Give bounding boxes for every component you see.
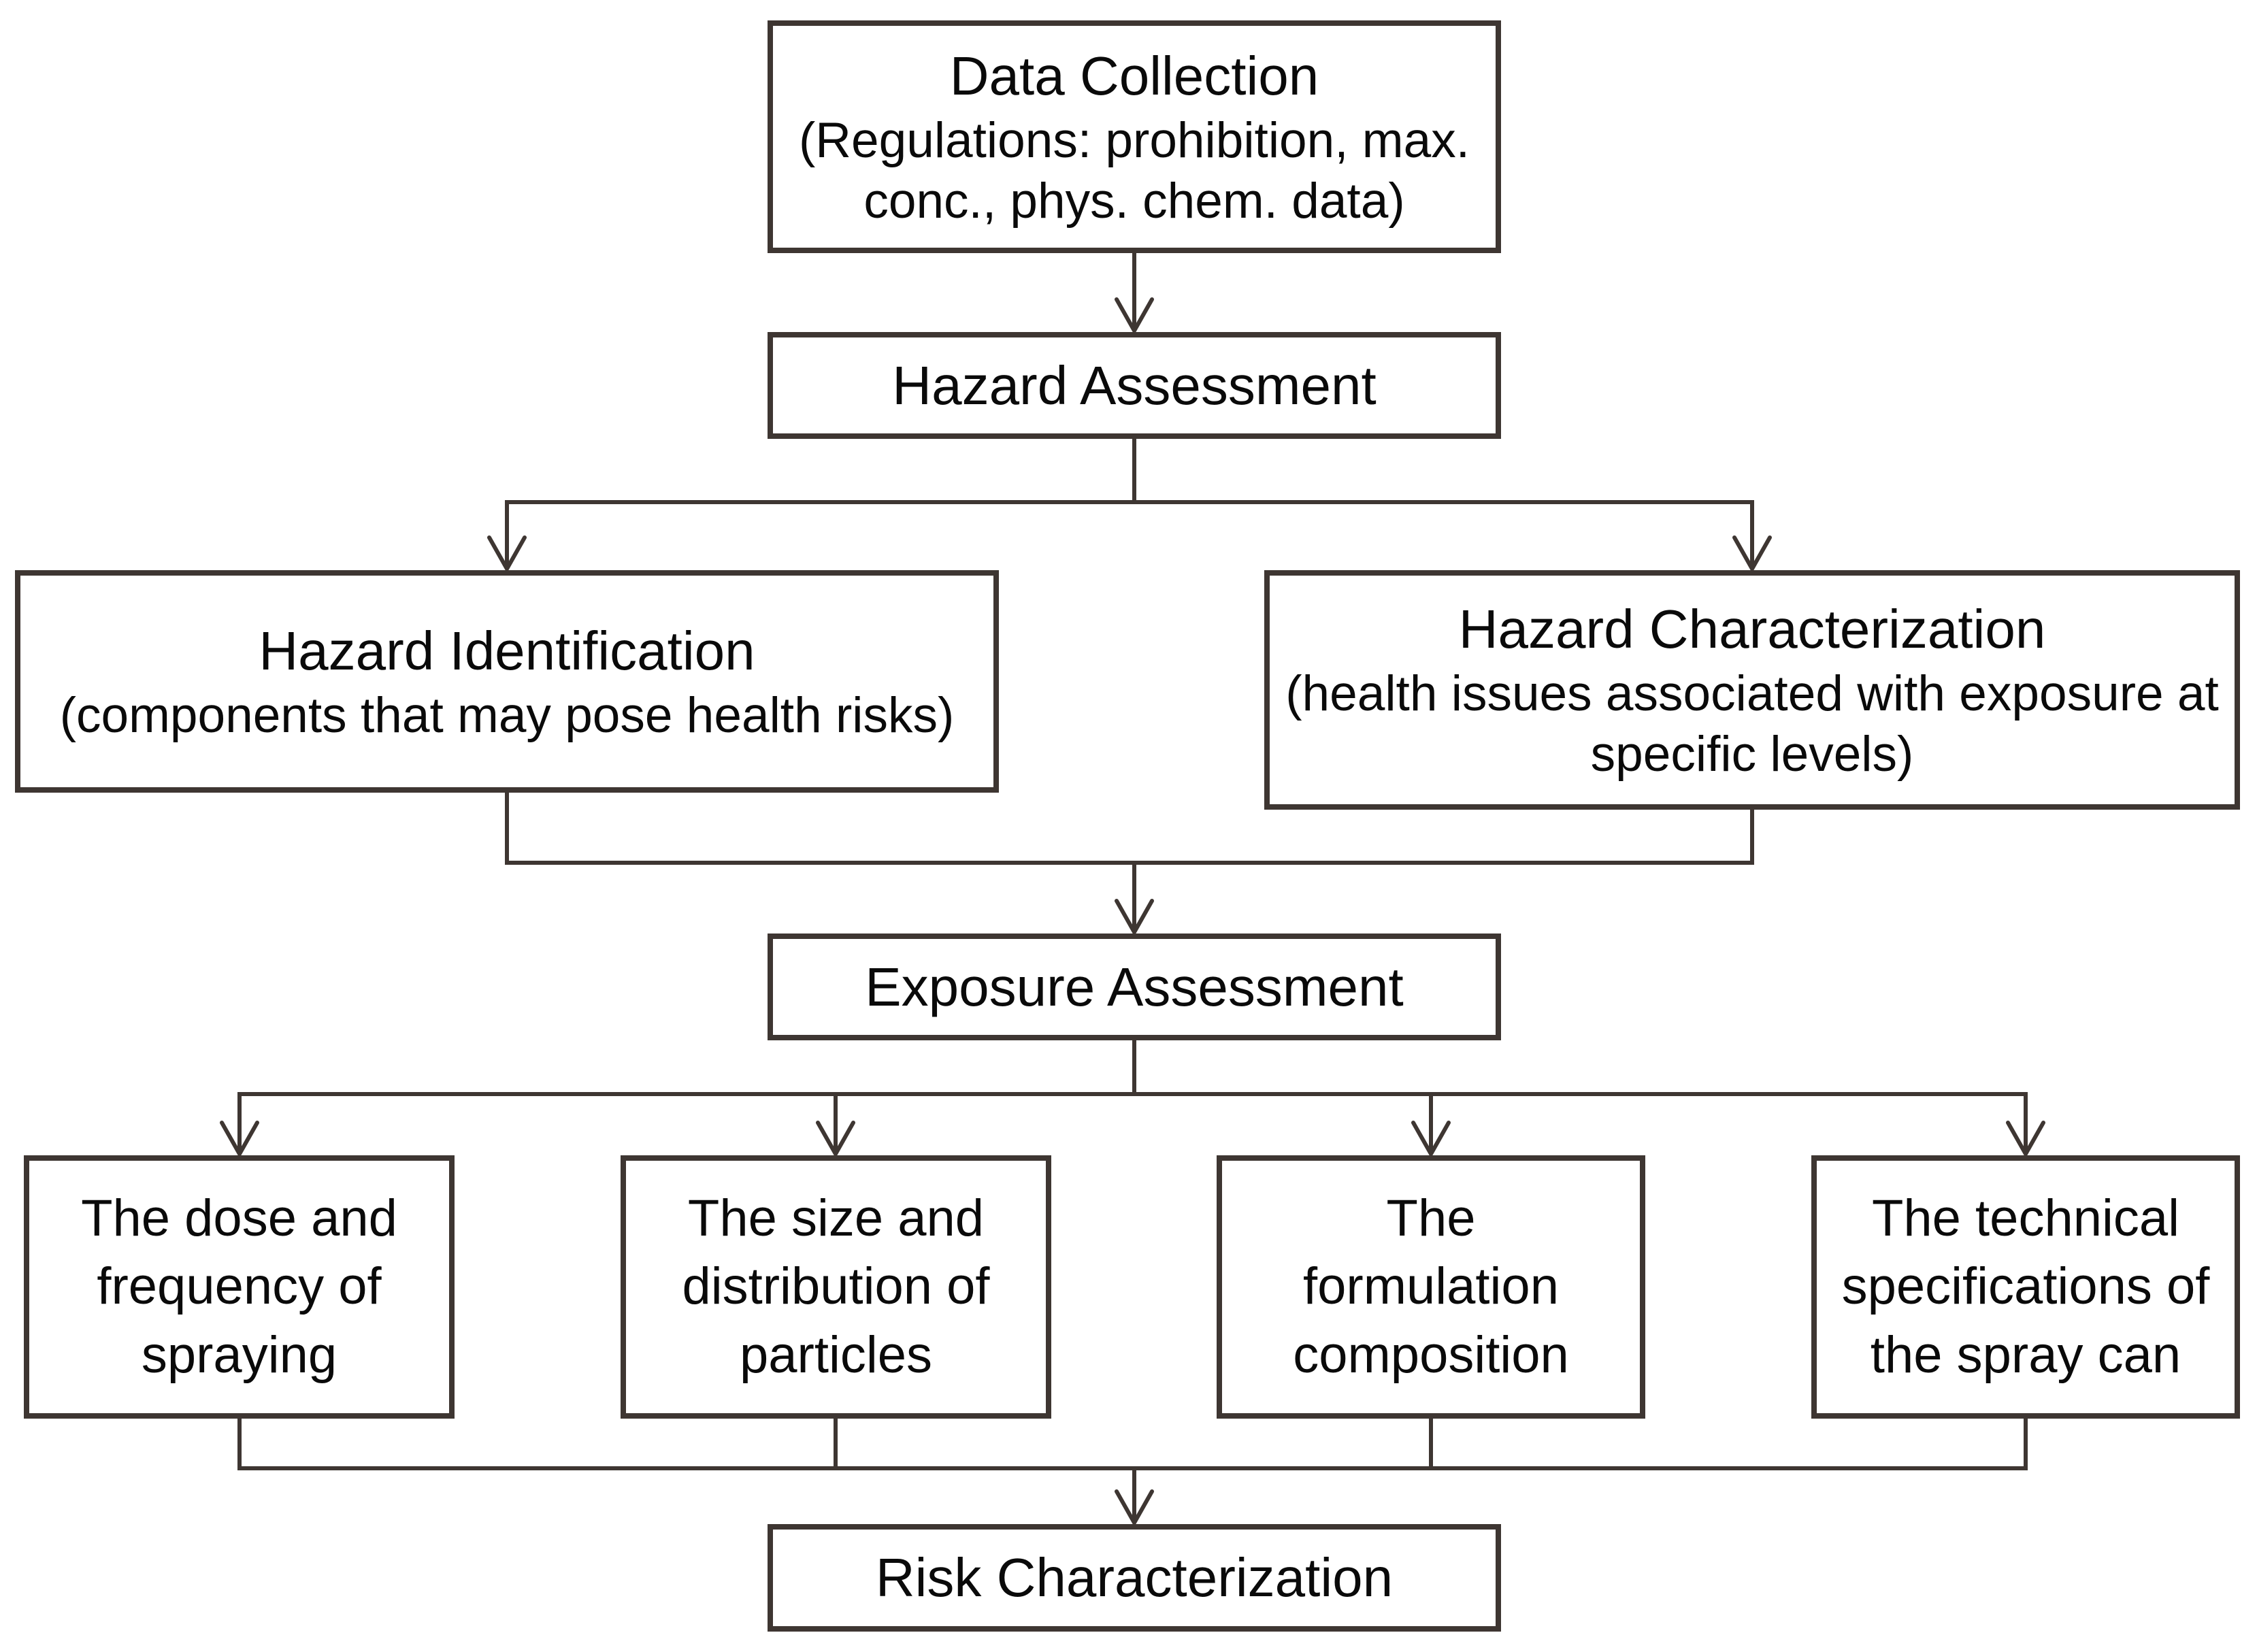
node-size-distribution: The size and distribution of particles xyxy=(621,1155,1051,1419)
node-hazard-identification: Hazard Identification (components that m… xyxy=(15,570,999,793)
arrow-down-icon xyxy=(1115,297,1154,333)
arrow-down-icon xyxy=(1732,535,1772,571)
node-title: Risk Characterization xyxy=(875,1547,1394,1608)
node-title: Hazard Assessment xyxy=(892,354,1377,416)
node-formulation-composition: The formulation composition xyxy=(1217,1155,1645,1419)
node-exposure-assessment: Exposure Assessment xyxy=(768,934,1501,1040)
node-subtitle: (components that may pose health risks) xyxy=(59,687,955,743)
arrow-down-icon xyxy=(816,1121,855,1156)
node-data-collection: Data Collection (Regulations: prohibitio… xyxy=(768,20,1501,253)
node-title: Data Collection xyxy=(949,45,1319,106)
node-dose-frequency: The dose and frequency of spraying xyxy=(24,1155,455,1419)
node-label: The size and distribution of particles xyxy=(682,1189,990,1384)
node-title: Hazard Characterization xyxy=(1458,598,2046,659)
node-title: Hazard Identification xyxy=(259,620,755,681)
node-subtitle: (Regulations: prohibition, max. conc., p… xyxy=(799,112,1470,229)
arrow-down-icon xyxy=(220,1121,259,1156)
node-risk-characterization: Risk Characterization xyxy=(768,1524,1501,1632)
node-technical-specifications: The technical specifications of the spra… xyxy=(1811,1155,2240,1419)
arrow-down-icon xyxy=(1411,1121,1451,1156)
node-title: Exposure Assessment xyxy=(865,956,1404,1017)
node-subtitle: (health issues associated with exposure … xyxy=(1285,665,2219,782)
arrow-down-icon xyxy=(2006,1121,2045,1156)
node-label: The dose and frequency of spraying xyxy=(81,1189,397,1384)
arrow-down-icon xyxy=(1115,899,1154,934)
arrow-down-icon xyxy=(1115,1489,1154,1525)
connector-lines xyxy=(237,253,2028,1520)
arrow-down-icon xyxy=(487,535,527,571)
node-hazard-assessment: Hazard Assessment xyxy=(768,332,1501,439)
node-label: The technical specifications of the spra… xyxy=(1841,1189,2210,1384)
node-label: The formulation composition xyxy=(1293,1189,1569,1384)
node-hazard-characterization: Hazard Characterization (health issues a… xyxy=(1264,570,2240,810)
